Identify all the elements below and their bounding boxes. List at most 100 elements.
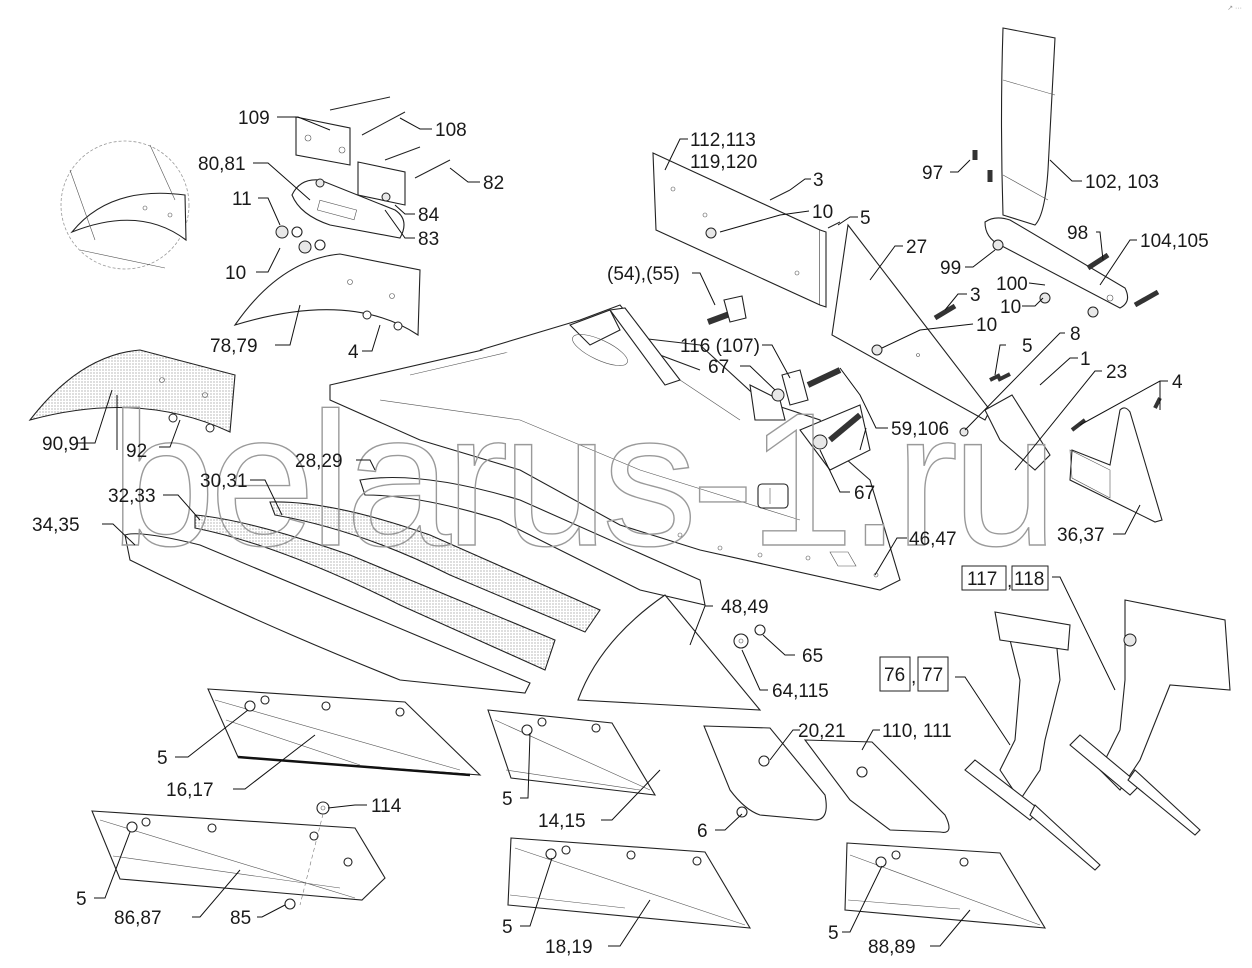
callout-80-81: 80,81 [198, 154, 246, 175]
boxed-separator: , [911, 667, 916, 688]
leader-lines [77, 116, 1168, 947]
callout-65: 65 [802, 646, 823, 667]
callout-5: 5 [1022, 336, 1033, 357]
share-86-87 [91, 801, 386, 910]
callout-64-115: 64,115 [772, 681, 829, 702]
callout-10: 10 [225, 263, 246, 284]
strip-30-31 [269, 501, 601, 633]
callout-85: 85 [230, 908, 251, 929]
callout-110-111: 110, 111 [882, 721, 952, 742]
callout-83: 83 [418, 229, 439, 250]
callout-67: 67 [708, 357, 729, 378]
callout-100: 100 [996, 274, 1028, 295]
boxed-callout-117: 117 [967, 569, 997, 590]
boxed-callout-77: 77 [922, 665, 943, 686]
bracket-116 [771, 367, 862, 450]
t-bolt-54-55 [706, 295, 747, 325]
callout-34-35: 34,35 [32, 515, 80, 536]
callout-labels: 109 108 82 80,81 84 11 83 10 78,79 4 90,… [32, 108, 1209, 958]
boxed-callout-118: 118 [1014, 569, 1044, 590]
callout-3: 3 [970, 285, 981, 306]
share-14-15 [487, 709, 657, 796]
callout-102-103: 102, 103 [1085, 172, 1159, 193]
upright-102-103 [972, 27, 1056, 226]
callout-97: 97 [922, 163, 943, 184]
callout-108: 108 [435, 120, 467, 141]
watermark-text: belarus-1.ru [110, 374, 1052, 586]
bracket-8-1-23 [959, 372, 1051, 471]
callout-5: 5 [76, 889, 87, 910]
detail-inset [60, 140, 190, 270]
callout-116-107: 116 (107) [680, 336, 760, 357]
share-point-20-21 [703, 725, 827, 821]
callout-104-105: 104,105 [1140, 231, 1209, 252]
boxed-separator: , [1007, 571, 1012, 592]
callout-54-55: (54),(55) [607, 264, 680, 285]
callout-10: 10 [812, 202, 833, 223]
callout-59-106: 59,106 [891, 419, 949, 440]
callout-28-29: 28,29 [295, 451, 343, 472]
share-18-19 [507, 837, 752, 929]
strip-32-33 [194, 514, 556, 671]
callout-119-120: 119,120 [690, 152, 757, 173]
callout-36-37: 36,37 [1057, 525, 1105, 546]
callout-109: 109 [238, 108, 270, 129]
callout-67: 67 [854, 483, 875, 504]
shank-117-118 [1069, 599, 1231, 836]
callout-92: 92 [126, 441, 147, 462]
watermark: belarus-1.ru [109, 373, 1058, 586]
corner-mark: ↗ ··· [1227, 5, 1242, 12]
boxed-callout-76: 76 [884, 665, 905, 686]
arm-104-105 [984, 217, 1160, 318]
callout-46-47: 46,47 [909, 529, 957, 550]
callout-23: 23 [1106, 362, 1127, 383]
callout-4: 4 [348, 342, 359, 363]
callout-114: 114 [371, 796, 402, 817]
hatched-blade-90-91 [28, 349, 236, 433]
bracket-assembly [275, 96, 451, 254]
callout-84: 84 [418, 205, 440, 226]
callout-5: 5 [828, 923, 839, 944]
callout-5: 5 [502, 789, 513, 810]
callout-99: 99 [940, 258, 961, 279]
callout-27: 27 [906, 237, 927, 258]
shank-76-77 [964, 611, 1101, 871]
callout-5: 5 [502, 917, 513, 938]
callout-4: 4 [1172, 372, 1183, 393]
callout-11: 11 [232, 189, 252, 210]
curved-blade-78-79 [233, 253, 421, 337]
share-point-110-111 [803, 739, 950, 833]
callout-14-15: 14,15 [538, 811, 586, 832]
callout-78-79: 78,79 [210, 336, 258, 357]
callout-1: 1 [1080, 349, 1091, 370]
callout-6: 6 [697, 821, 708, 842]
callout-10: 10 [976, 315, 997, 336]
plate-27 [831, 223, 991, 421]
callout-32-33: 32,33 [108, 486, 156, 507]
strip-28-29 [359, 476, 706, 606]
callout-18-19: 18,19 [545, 937, 593, 958]
callout-16-17: 16,17 [166, 780, 214, 801]
share-88-89 [844, 842, 1047, 929]
main-frame [329, 304, 901, 591]
callout-90-91: 90,91 [42, 434, 90, 455]
callout-5: 5 [860, 208, 871, 229]
callout-20-21: 20,21 [798, 721, 846, 742]
callout-5: 5 [157, 748, 168, 769]
boxed-callouts: 117 , 118 76 , 77 [879, 565, 1049, 692]
callout-86-87: 86,87 [114, 908, 162, 929]
callout-30-31: 30,31 [200, 471, 248, 492]
callout-10: 10 [1000, 297, 1021, 318]
triangle-plate-36-37 [1069, 397, 1163, 523]
callout-8: 8 [1070, 324, 1081, 345]
callout-48-49: 48,49 [721, 597, 769, 618]
callout-112-113: 112,113 [690, 130, 756, 151]
callout-3: 3 [813, 170, 824, 191]
callout-98: 98 [1067, 223, 1088, 244]
plate-48-49 [577, 594, 766, 711]
callout-88-89: 88,89 [868, 937, 916, 958]
plate-112-113 [652, 152, 841, 308]
strip-34-35 [124, 533, 531, 694]
share-16-17 [207, 688, 482, 777]
